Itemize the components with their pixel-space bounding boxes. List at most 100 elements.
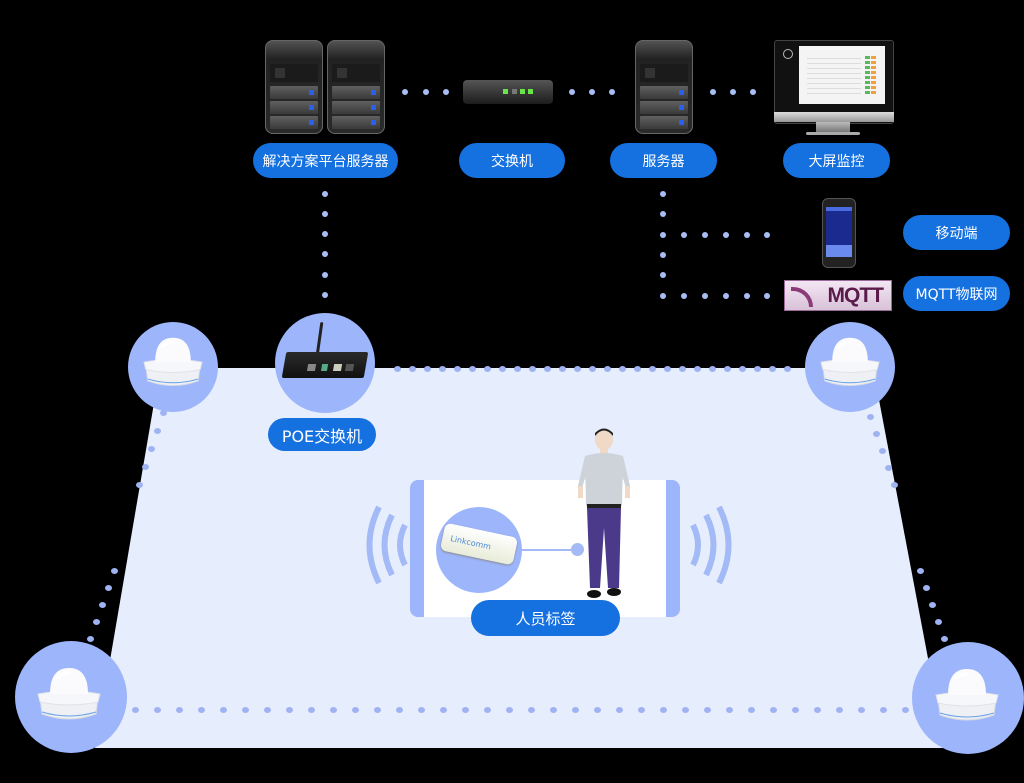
boundary-dot [462,707,469,713]
label-solution-platform-server: 解决方案平台服务器 [253,143,398,178]
boundary-dot [739,366,746,372]
boundary-dot [724,366,731,372]
tag-connector-line [522,549,578,551]
boundary-dot [923,585,930,591]
boundary-dot [154,428,161,434]
boundary-dot [550,707,557,713]
boundary-dot [616,707,623,713]
boundary-dot [396,707,403,713]
boundary-dot [111,568,118,574]
boundary-dot [484,707,491,713]
boundary-dot [941,636,948,642]
security-guard-figure-icon [578,428,630,598]
boundary-dot [148,446,155,452]
boundary-dot [879,448,886,454]
boundary-dot [638,707,645,713]
boundary-dot [93,619,100,625]
boundary-dot [264,707,271,713]
signal-waves-left-icon [366,505,408,585]
mqtt-logo-icon: MQTT [784,280,892,311]
boundary-dot [709,366,716,372]
boundary-dot [394,366,401,372]
boundary-dot [770,707,777,713]
smartphone-icon [822,198,856,268]
boundary-dot [499,366,506,372]
boundary-dot [792,707,799,713]
label-mqtt: MQTT物联网 [903,276,1010,311]
boundary-dot [154,707,161,713]
boundary-dot [136,482,143,488]
tag-brand-text: Linkcomm [449,533,492,551]
boundary-dot [352,707,359,713]
boundary-dot [891,482,898,488]
boundary-dot [917,568,924,574]
boundary-dot [814,707,821,713]
boundary-dot [469,366,476,372]
boundary-dot [836,707,843,713]
boundary-dot [99,602,106,608]
boundary-dot [902,707,909,713]
boundary-dot [574,366,581,372]
boundary-dot [619,366,626,372]
boundary-dot [769,366,776,372]
label-switch: 交换机 [459,143,565,178]
boundary-dot [664,366,671,372]
boundary-dot [726,707,733,713]
boundary-dot [242,707,249,713]
boundary-dot [784,366,791,372]
label-personnel-tag: 人员标签 [471,600,620,636]
boundary-dot [418,707,425,713]
boundary-dot [604,366,611,372]
boundary-dot [529,366,536,372]
boundary-dot [132,707,139,713]
uwb-anchor-dome-icon [34,664,104,728]
boundary-dot [142,464,149,470]
boundary-dot [220,707,227,713]
boundary-dot [682,707,689,713]
signal-waves-right-icon [690,505,732,585]
boundary-dot [440,707,447,713]
boundary-dot [409,366,416,372]
boundary-dot [160,410,167,416]
boundary-dot [514,366,521,372]
boundary-dot [198,707,205,713]
boundary-dot [748,707,755,713]
boundary-dot [572,707,579,713]
boundary-dot [704,707,711,713]
boundary-dot [506,707,513,713]
boundary-dot [176,707,183,713]
boundary-dot [308,707,315,713]
boundary-dot [559,366,566,372]
label-mobile: 移动端 [903,215,1010,250]
boundary-dot [754,366,761,372]
boundary-dot [935,619,942,625]
boundary-dot [589,366,596,372]
boundary-dot [105,585,112,591]
boundary-dot [330,707,337,713]
boundary-dot [858,707,865,713]
boundary-dot [649,366,656,372]
boundary-dot [873,431,880,437]
uwb-anchor-dome-icon [932,665,1002,729]
network-switch-icon [463,80,553,104]
boundary-dot [867,414,874,420]
boundary-dot [528,707,535,713]
boundary-dot [439,366,446,372]
boundary-dot [424,366,431,372]
label-poe-switch: POE交换机 [268,418,376,451]
uwb-anchor-dome-icon [140,334,206,394]
uwb-anchor-dome-icon [817,334,883,394]
boundary-dot [694,366,701,372]
boundary-dot [929,602,936,608]
boundary-dot [454,366,461,372]
boundary-dot [634,366,641,372]
tag-connector-node [571,543,584,556]
mqtt-logo-text: MQTT [827,283,884,307]
boundary-dot [679,366,686,372]
label-server: 服务器 [610,143,717,178]
boundary-dot [544,366,551,372]
label-big-screen-monitor: 大屏监控 [783,143,890,178]
boundary-dot [885,465,892,471]
boundary-dot [484,366,491,372]
boundary-dot [286,707,293,713]
